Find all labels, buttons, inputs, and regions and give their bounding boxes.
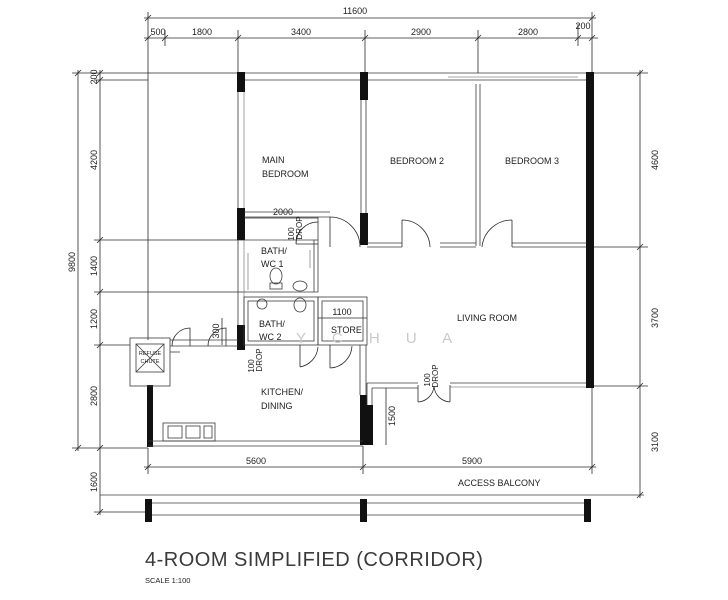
dim-top-2900: 2900 bbox=[411, 27, 431, 37]
dim-right-3700: 3700 bbox=[650, 308, 660, 328]
bath-2-inner-outline bbox=[247, 300, 315, 342]
dim-left-overall: 9800 bbox=[67, 252, 77, 272]
dim-tick bbox=[74, 69, 104, 516]
dim-left-1200: 1200 bbox=[89, 309, 99, 329]
column bbox=[237, 208, 245, 240]
dim-store-width: 1100 bbox=[332, 307, 351, 317]
balcony-railing bbox=[100, 494, 644, 522]
bath-1-door bbox=[295, 221, 319, 245]
doors bbox=[171, 216, 513, 403]
dim-left-200: 200 bbox=[89, 69, 99, 84]
bath-wc-1-label-2: WC 1 bbox=[261, 259, 284, 269]
dim-right-4600: 4600 bbox=[650, 150, 660, 170]
toilet-tank-bath-1 bbox=[269, 282, 283, 290]
sink-drainer bbox=[203, 425, 213, 439]
toilet-bath-2 bbox=[293, 297, 307, 313]
refuse-chute-label-2: CHUTE bbox=[141, 359, 160, 365]
dim-balcony-step: 1500 bbox=[387, 406, 397, 426]
plan-scale: SCALE 1:100 bbox=[145, 576, 190, 585]
watermark: Y C H U A bbox=[296, 330, 463, 347]
refuse-chute-label-1: REFUSE bbox=[139, 351, 162, 357]
dim-right-3100: 3100 bbox=[650, 432, 660, 452]
bath-wc-2-label-1: BATH/ bbox=[259, 319, 285, 329]
toilet-bath-1 bbox=[269, 267, 283, 285]
corridor-gate bbox=[171, 327, 227, 347]
bedroom-2-label: BEDROOM 2 bbox=[390, 156, 444, 166]
dim-tick bbox=[144, 14, 596, 42]
column bbox=[367, 405, 373, 445]
dim-left-4200: 4200 bbox=[89, 150, 99, 170]
refuse-chute-cross bbox=[135, 343, 165, 373]
plan-title: 4-ROOM SIMPLIFIED (CORRIDOR) bbox=[145, 549, 483, 571]
refuse-chute-box bbox=[129, 337, 171, 387]
drop-living-label: DROP bbox=[431, 364, 440, 387]
bath-wc-2-label-2: WC 2 bbox=[259, 332, 282, 342]
drop-bath-1-label: DROP bbox=[295, 216, 304, 239]
room-labels: MAIN BEDROOM BEDROOM 2 BEDROOM 3 LIVING … bbox=[259, 155, 559, 488]
sink-basin bbox=[167, 425, 183, 439]
dim-left-1600: 1600 bbox=[89, 472, 99, 492]
drop-bath-1-value: 100 bbox=[287, 227, 296, 241]
bath-wc-1-label-1: BATH/ bbox=[261, 246, 287, 256]
basin-bath-1 bbox=[292, 280, 308, 292]
kitchen-left-wall bbox=[147, 385, 153, 447]
drop-bath-2-value: 100 bbox=[247, 359, 256, 373]
column bbox=[360, 72, 368, 100]
bedroom-3-label: BEDROOM 3 bbox=[505, 156, 559, 166]
dimension-lines bbox=[72, 12, 648, 516]
dim-top-2800: 2800 bbox=[518, 27, 538, 37]
drop-bath-2-label: DROP bbox=[255, 348, 264, 371]
dim-top-3400: 3400 bbox=[291, 27, 311, 37]
bedroom-2-door bbox=[401, 219, 431, 248]
store-label: STORE bbox=[331, 325, 362, 335]
dim-tick bbox=[144, 463, 596, 471]
kitchen-dining-label-2: DINING bbox=[261, 401, 293, 411]
drop-living-value: 100 bbox=[423, 373, 432, 387]
dim-left-1400: 1400 bbox=[89, 256, 99, 276]
fixtures: REFUSE CHUTE bbox=[129, 250, 311, 442]
column bbox=[237, 325, 245, 350]
kitchen-dining-label-1: KITCHEN/ bbox=[261, 387, 304, 397]
living-door-left bbox=[417, 385, 435, 403]
store-inner-outline bbox=[321, 300, 364, 342]
bedroom-3-door bbox=[481, 219, 513, 248]
dim-top-500: 500 bbox=[150, 27, 165, 37]
kitchen-sink bbox=[162, 422, 216, 442]
column bbox=[360, 395, 367, 445]
drop-markers: 100 DROP 100 DROP 100 DROP bbox=[247, 216, 440, 387]
railing-post bbox=[584, 499, 591, 522]
living-door-right bbox=[433, 385, 451, 403]
dim-tick bbox=[636, 69, 644, 499]
dim-top-1800: 1800 bbox=[192, 27, 212, 37]
main-bedroom-label-2: BEDROOM bbox=[262, 169, 309, 179]
access-balcony-label: ACCESS BALCONY bbox=[458, 478, 541, 488]
main-bedroom-label-1: MAIN bbox=[262, 155, 285, 165]
railing-post bbox=[360, 499, 367, 522]
railing-post bbox=[145, 499, 152, 522]
basin-bath-2 bbox=[256, 298, 268, 310]
walls bbox=[147, 72, 594, 447]
column bbox=[360, 213, 368, 245]
dim-top-200: 200 bbox=[575, 21, 590, 31]
store-door bbox=[329, 345, 353, 369]
dim-top-overall: 11600 bbox=[343, 6, 367, 16]
refuse-chute-inner bbox=[135, 343, 165, 373]
right-wall bbox=[586, 72, 594, 388]
main-bedroom-door bbox=[329, 216, 361, 248]
dim-left-2800: 2800 bbox=[89, 386, 99, 406]
sink-basin bbox=[185, 425, 201, 439]
dim-bottom-5900: 5900 bbox=[462, 456, 482, 466]
living-room-label: LIVING ROOM bbox=[457, 313, 517, 323]
column bbox=[237, 72, 245, 92]
bath-2-door bbox=[299, 345, 319, 368]
store-outline bbox=[317, 296, 368, 346]
dim-bottom-5600: 5600 bbox=[246, 456, 266, 466]
